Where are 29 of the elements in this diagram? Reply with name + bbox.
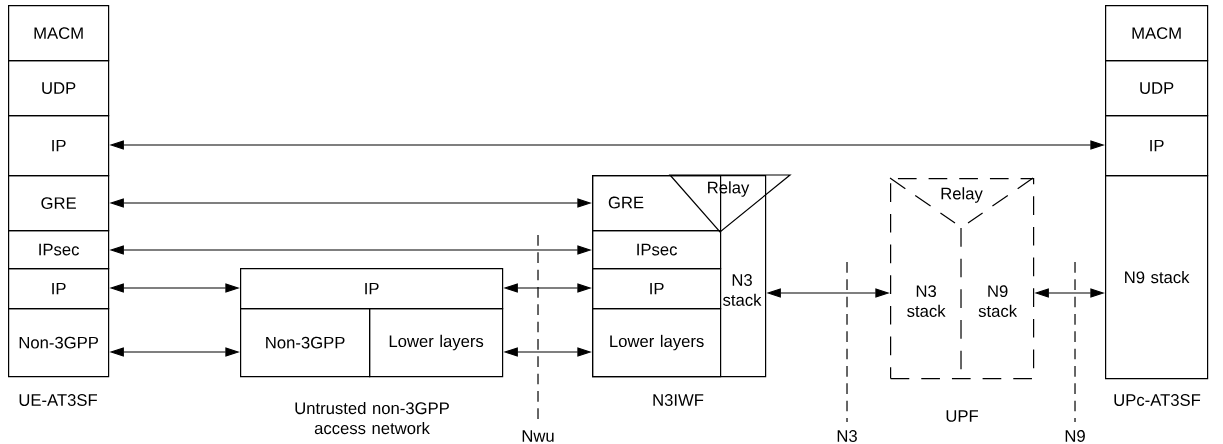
protocol-layer-box: Lower layers xyxy=(592,308,722,378)
stack-area: N9 stack xyxy=(978,285,1018,317)
protocol-layer-box: UDP xyxy=(1105,60,1209,117)
group-name: UE-AT3SF xyxy=(19,394,97,406)
group-name: N3IWF xyxy=(653,394,704,406)
protocol-layer-box: GRE xyxy=(8,175,110,232)
interface-name: N9 xyxy=(1065,430,1085,442)
protocol-layer-box: Non-3GPP xyxy=(240,308,371,378)
protocol-layer-box: IP xyxy=(8,268,110,310)
protocol-layer-box: MACM xyxy=(1105,5,1209,62)
protocol-layer-box: MACM xyxy=(8,5,110,62)
protocol-layer-box: Non-3GPP xyxy=(8,308,110,378)
group-name: Untrusted non-3GPP access network xyxy=(295,401,449,435)
protocol-layer-box: N9 stack xyxy=(1105,175,1209,380)
interface-name: N3 xyxy=(837,430,857,442)
relay-triangle: Relay xyxy=(889,177,1034,224)
protocol-layer-box: IP xyxy=(1105,115,1209,177)
function-box xyxy=(890,178,1035,380)
group-name: UPc-AT3SF xyxy=(1114,394,1201,406)
protocol-layer-box: IPsec xyxy=(8,230,110,270)
protocol-layer-box: IP xyxy=(8,115,110,177)
protocol-layer-box: Lower layers xyxy=(369,308,504,378)
protocol-layer-box: IP xyxy=(240,268,504,310)
protocol-layer-box: UDP xyxy=(8,60,110,117)
protocol-layer-box: IPsec xyxy=(592,230,722,270)
stack-area: N3 stack xyxy=(907,285,946,317)
group-name: UPF xyxy=(946,410,978,422)
interface-name: Nwu xyxy=(522,430,554,442)
protocol-layer-box: IP xyxy=(592,268,722,310)
